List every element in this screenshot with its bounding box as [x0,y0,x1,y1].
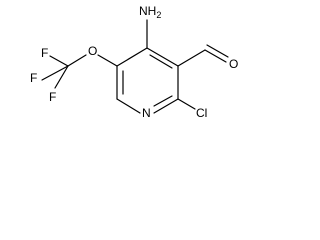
chlorine-label: Cl [196,106,207,120]
bond-cho-o-a [204,49,227,63]
bond-n1-c6 [116,98,141,114]
double-bond-c4-c3 [149,54,173,69]
atom-labels: NH2 N Cl O O F F F [30,4,238,120]
ring-nitrogen-label: N [142,106,151,120]
bond-c3-cho [177,49,206,67]
bond-c2-cl [177,98,196,110]
bond-c-f-bottom [54,65,69,89]
double-bond-c2-n1 [153,95,173,107]
bond-c5-c4 [116,47,148,67]
fluorine-top-label: F [41,46,48,60]
bond-o-cf3 [67,54,87,67]
bond-cho-o-b [206,44,229,58]
molecule-drawing: NH2 N Cl O O F F F [30,4,238,120]
fluorine-left-label: F [30,71,37,85]
substituent-bonds [41,19,229,110]
amino-label: NH2 [139,4,161,20]
bond-c-f-left [41,65,69,81]
bond-c-f-top [49,55,69,67]
pyridine-ring-bonds [116,47,179,114]
bond-c5-o [97,54,118,67]
ether-oxygen-label: O [88,44,97,58]
bond-c2-n1 [153,98,179,114]
structure-diagram: NH2 N Cl O O F F F [0,0,256,138]
bond-c4-c3 [146,47,179,67]
fluorine-bottom-label: F [49,90,56,104]
aldehyde-oxygen-label: O [229,57,238,71]
